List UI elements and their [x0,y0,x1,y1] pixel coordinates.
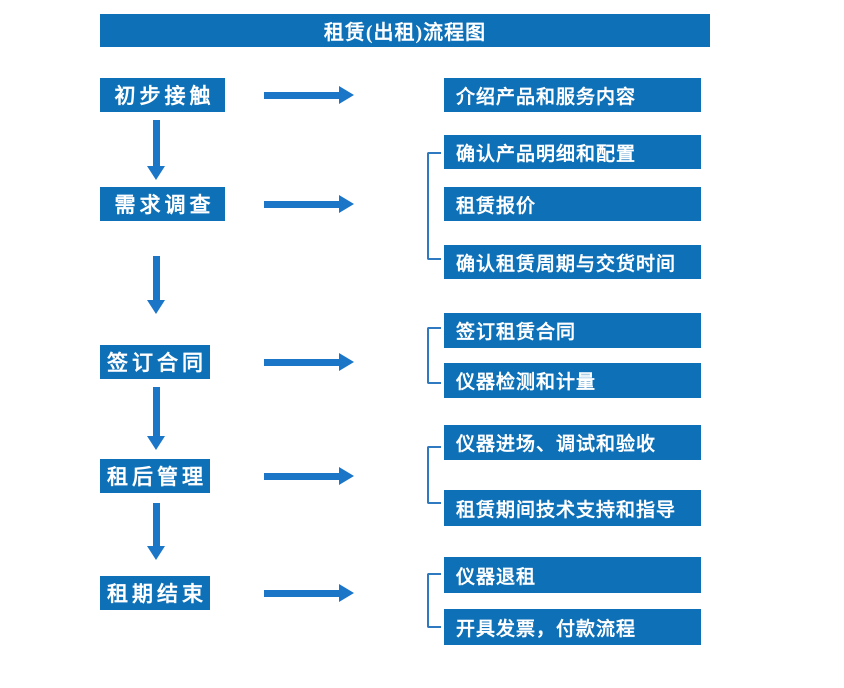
arrow-head [147,300,165,314]
chart-title: 租赁(出租)流程图 [100,14,710,47]
arrow-right-icon [264,584,354,602]
detail-box-confirm-rental-period: 确认租赁周期与交货时间 [444,245,701,279]
arrow-shaft [152,256,160,300]
arrow-head [147,546,165,560]
arrow-right-icon [264,467,354,485]
detail-box-instrument-return: 仪器退租 [444,557,701,593]
arrow-down-icon [147,387,165,450]
arrow-right-icon [264,86,354,104]
step-box-initial-contact: 初步接触 [100,78,225,112]
arrow-shaft [264,91,339,99]
detail-box-introduce-products: 介绍产品和服务内容 [444,78,701,112]
arrow-head [339,195,354,213]
arrow-head [147,166,165,180]
bracket-icon-demand-survey-group [427,152,441,260]
arrow-shaft [264,472,339,480]
arrow-down-icon [147,256,165,314]
step-box-rental-end: 租期结束 [100,576,210,610]
arrow-shaft [152,387,160,436]
arrow-shaft [264,589,339,597]
arrow-right-icon [264,195,354,213]
bracket-icon-post-rental-group [427,446,441,504]
arrow-down-icon [147,503,165,560]
detail-box-confirm-product-config: 确认产品明细和配置 [444,135,701,169]
arrow-head [339,353,354,371]
detail-box-instrument-testing: 仪器检测和计量 [444,363,701,398]
arrow-down-icon [147,120,165,180]
detail-box-instrument-entry-acceptance: 仪器进场、调试和验收 [444,425,701,460]
step-box-demand-survey: 需求调查 [100,187,225,221]
arrow-right-icon [264,353,354,371]
step-box-post-rental-management: 租后管理 [100,459,210,493]
step-box-sign-contract: 签订合同 [100,345,210,379]
detail-box-rental-quote: 租赁报价 [444,187,701,221]
detail-box-invoice-payment: 开具发票，付款流程 [444,609,701,645]
arrow-shaft [264,358,339,366]
detail-box-sign-rental-contract: 签订租赁合同 [444,313,701,348]
arrow-head [147,436,165,450]
arrow-shaft [152,120,160,166]
arrow-shaft [152,503,160,546]
arrow-head [339,467,354,485]
detail-box-tech-support: 租赁期间技术支持和指导 [444,490,701,526]
bracket-icon-sign-contract-group [427,327,441,384]
arrow-head [339,86,354,104]
arrow-head [339,584,354,602]
bracket-icon-rental-end-group [427,573,441,628]
arrow-shaft [264,200,339,208]
